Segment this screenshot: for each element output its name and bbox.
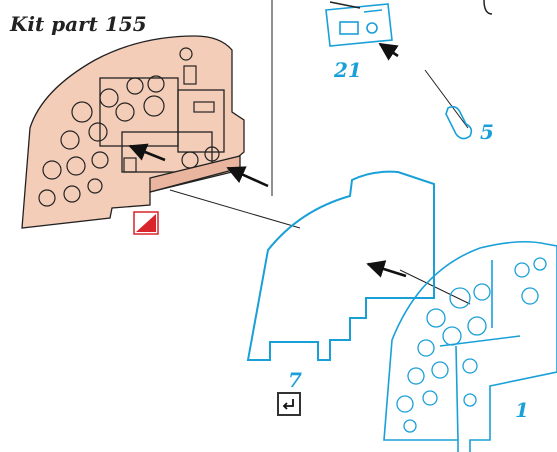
paint-swatch-icon bbox=[133, 211, 159, 235]
page-edge-fragment bbox=[329, 0, 493, 15]
callout-part-1: 1 bbox=[515, 398, 529, 422]
decal-part-1 bbox=[383, 240, 557, 452]
callout-part-7: 7 bbox=[288, 368, 302, 392]
decal-part-7 bbox=[246, 170, 435, 361]
decal-part-5 bbox=[445, 105, 473, 140]
guide-lines bbox=[169, 0, 471, 305]
assembly-arrows bbox=[128, 42, 407, 278]
kit-part-title: Kit part 155 bbox=[10, 12, 147, 36]
callout-part-5: 5 bbox=[480, 120, 494, 144]
callout-part-21: 21 bbox=[334, 58, 362, 82]
fold-back-arrow-icon bbox=[277, 392, 301, 416]
decal-part-21 bbox=[325, 3, 393, 47]
kit-part-155 bbox=[21, 35, 245, 229]
